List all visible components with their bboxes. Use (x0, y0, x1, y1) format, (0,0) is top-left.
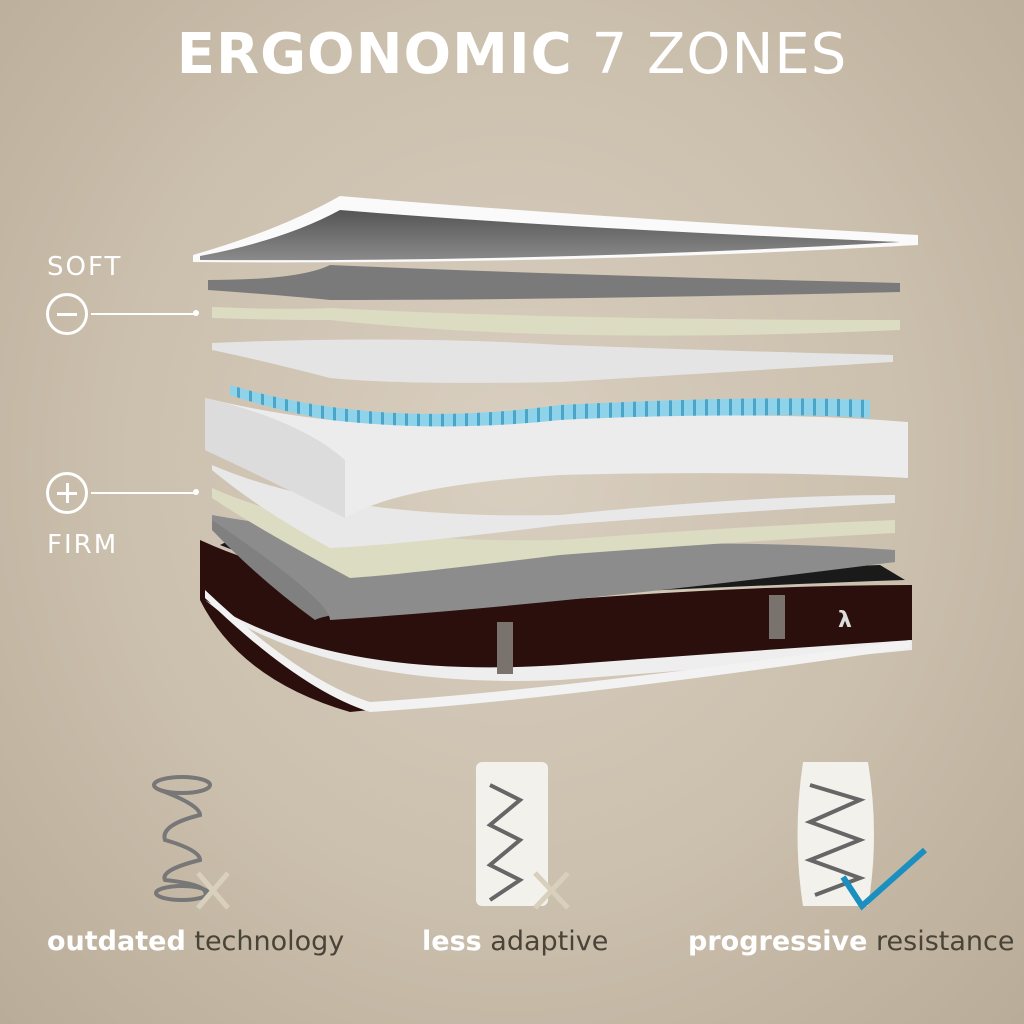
layer-white-sheet-bottom (212, 465, 895, 548)
layer-gray-foam-top (208, 265, 900, 300)
soft-connector (91, 313, 195, 315)
caption-progressive-resistance: progressive resistance (688, 926, 1015, 957)
firm-label: FIRM (47, 530, 119, 560)
layer-cream-top (212, 307, 900, 336)
title-light: 7 ZONES (591, 22, 848, 87)
soft-dot (193, 310, 199, 316)
firm-connector (91, 492, 195, 494)
minus-circle-icon (46, 293, 88, 335)
firm-dot (193, 489, 199, 495)
title-bold: ERGONOMIC (176, 22, 573, 87)
cross-icon (533, 871, 570, 910)
layer-white-sheet-top (212, 339, 893, 383)
soft-label: SOFT (47, 252, 123, 282)
plus-circle-icon (46, 472, 88, 514)
page-title: ERGONOMIC 7 ZONES (0, 22, 1024, 87)
cross-icon (196, 871, 230, 910)
spring-core-layer (205, 385, 908, 518)
caption-outdated-technology: outdated technology (47, 926, 345, 957)
pocket-spring-icon (476, 762, 548, 906)
open-coil-spring-icon (152, 775, 212, 902)
caption-less-adaptive: less adaptive (422, 926, 609, 957)
brand-logo-icon: λ (838, 608, 852, 633)
layer-cream-bottom (212, 488, 895, 578)
check-icon (840, 847, 927, 911)
barrel-pocket-spring-icon (797, 762, 874, 906)
